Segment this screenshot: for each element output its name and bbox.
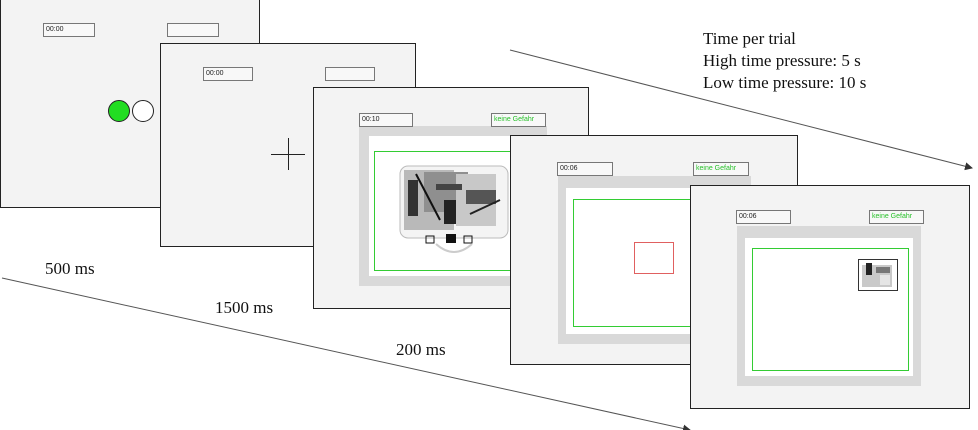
xray-baggage-image: [399, 165, 509, 253]
duration-label-200: 200 ms: [396, 340, 446, 359]
trial-arrow: [509, 49, 973, 171]
fixation-cross-v: [288, 138, 289, 170]
empty-dot: [132, 100, 154, 122]
status-field: keine Gefahr: [491, 113, 546, 127]
timer-field: 00:00: [203, 67, 253, 81]
low-time-pressure: Low time pressure: 10 s: [703, 73, 867, 92]
timer-field: 00:00: [43, 23, 95, 37]
screen-zoom-result: 00:06 keine Gefahr: [690, 185, 970, 409]
scan-region: [752, 248, 909, 371]
timer-field: 00:06: [557, 162, 613, 176]
status-field: keine Gefahr: [693, 162, 749, 176]
duration-label-1500: 1500 ms: [215, 298, 274, 317]
timer-field: 00:10: [359, 113, 413, 127]
high-time-pressure: High time pressure: 5 s: [703, 51, 861, 70]
timer-field: 00:06: [736, 210, 791, 224]
green-dot: [108, 100, 130, 122]
status-field: [167, 23, 219, 37]
time-arrow: [1, 277, 691, 430]
time-per-trial-heading: Time per trial: [703, 29, 796, 48]
status-field: [325, 67, 375, 81]
status-field: keine Gefahr: [869, 210, 924, 224]
selection-box[interactable]: [634, 242, 674, 274]
zoomed-xray-thumbnail: [858, 259, 898, 291]
duration-label-500: 500 ms: [45, 259, 95, 278]
